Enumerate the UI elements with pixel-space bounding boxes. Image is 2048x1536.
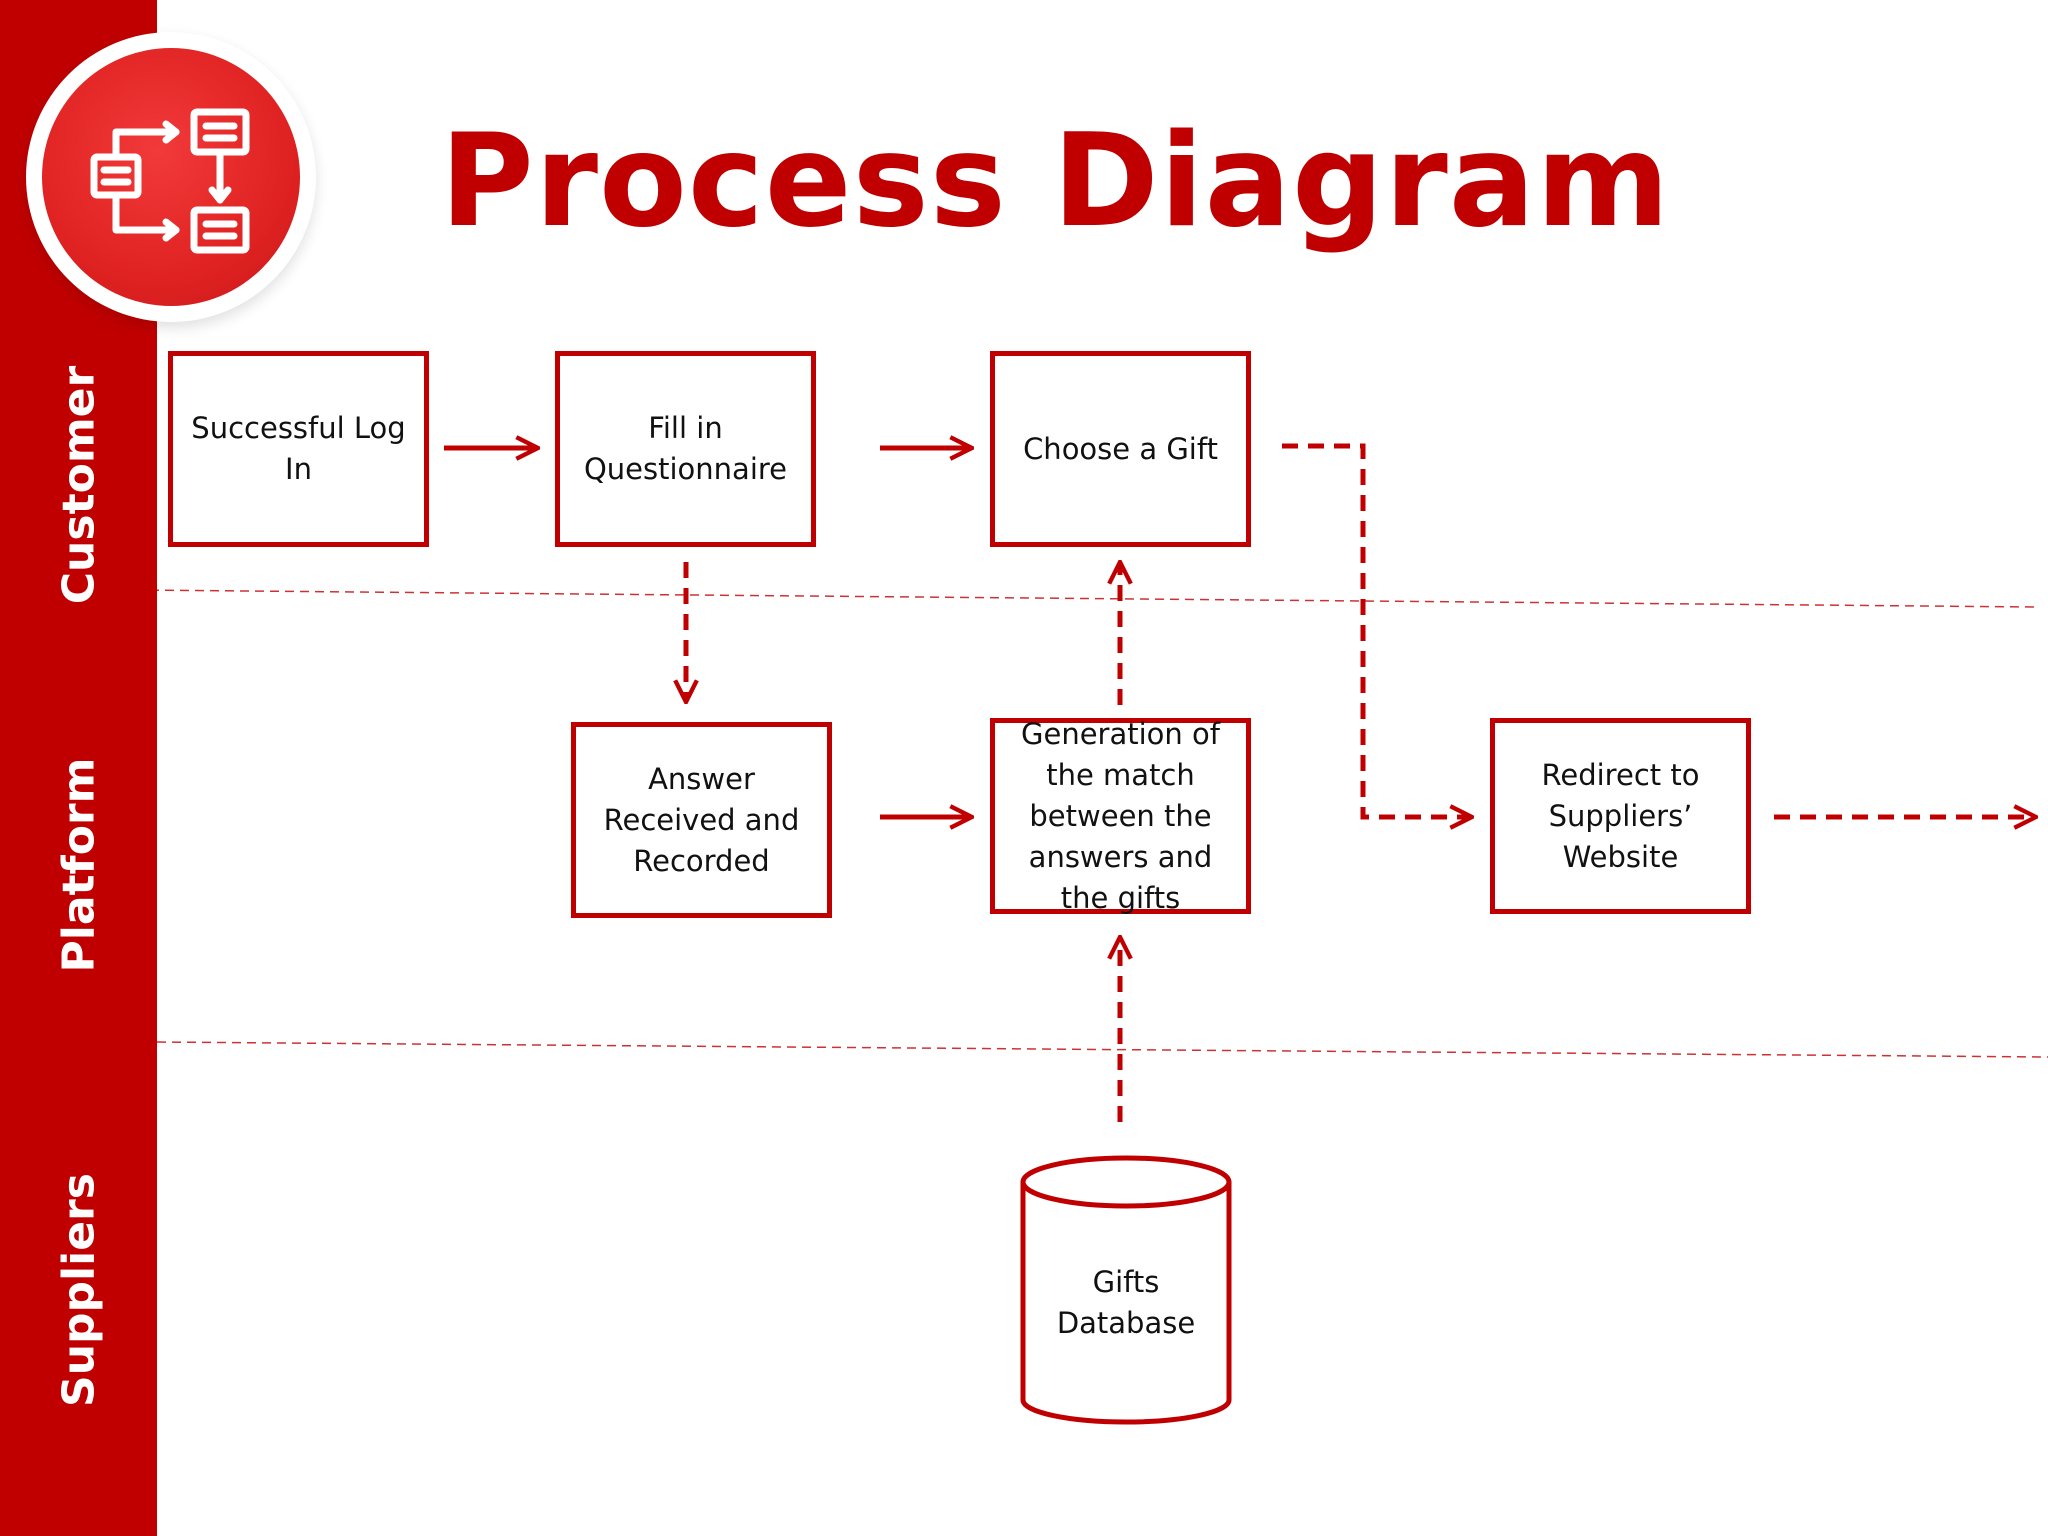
page-title: Process Diagram	[440, 107, 1671, 256]
lane-divider-top	[134, 589, 2036, 608]
database-label: Gifts Database	[1056, 1265, 1196, 1340]
process-flow-icon	[26, 32, 316, 322]
node-fill-questionnaire: Fill in Questionnaire	[555, 351, 816, 547]
node-choose-gift: Choose a Gift	[990, 351, 1251, 547]
node-successful-login: Successful Log In	[168, 351, 429, 547]
database-cylinder	[1020, 1155, 1232, 1425]
arrow-choose-to-redirect	[1282, 443, 1472, 817]
node-generation-match: Generation of the match between the answ…	[990, 717, 1251, 915]
node-answer-recorded: Answer Received and Recorded	[571, 722, 832, 918]
node-redirect-suppliers: Redirect to Suppliers’ Website	[1490, 718, 1751, 914]
lane-divider-bottom	[156, 1041, 2048, 1058]
